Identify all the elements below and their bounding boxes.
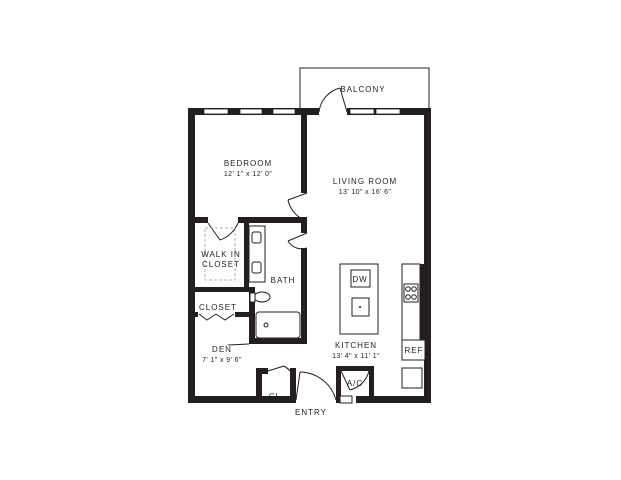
entry-door <box>295 371 337 401</box>
wall-left <box>188 108 195 403</box>
coat-closet-label: CL <box>269 392 281 401</box>
coat-closet-door <box>267 365 291 372</box>
closet-label: CLOSET <box>199 303 237 312</box>
wall-ac-top <box>336 366 374 371</box>
windows <box>203 108 401 115</box>
sink-icon <box>251 231 262 244</box>
window <box>203 108 229 115</box>
den-label: DEN <box>212 345 232 354</box>
tub-drain-icon <box>263 322 269 328</box>
room-labels: BEDROOM 12' 1" x 12' 0" LIVING ROOM 13' … <box>199 159 397 417</box>
wall-wic-bottom <box>188 287 248 292</box>
closet-door <box>198 313 235 321</box>
wall-bath-den <box>249 287 255 344</box>
burner-icon <box>411 294 417 300</box>
wall-bottom-left <box>188 396 296 403</box>
burner-icon <box>411 286 417 292</box>
wall-right <box>424 108 431 403</box>
wall-bath-living-b <box>301 248 307 344</box>
balcony-door <box>318 87 348 116</box>
wall-closet-bottom-a <box>188 312 198 317</box>
wic-door <box>207 222 239 241</box>
wall-bed-bottom-a <box>188 217 208 223</box>
wall-bath-bottom <box>249 338 307 344</box>
wall-cl-left <box>256 368 262 403</box>
den-door <box>227 343 250 346</box>
bedroom-door <box>287 192 308 222</box>
wall-bed-bottom-b <box>238 217 307 223</box>
wall-ac-left <box>336 366 341 403</box>
balcony: BALCONY <box>299 67 430 111</box>
refrigerator <box>401 339 426 361</box>
wall-bath-living-a <box>301 221 307 233</box>
walk-in-closet-label-1: WALK IN <box>201 250 241 259</box>
window <box>349 108 375 115</box>
walk-in-closet-label-2: CLOSET <box>202 260 240 269</box>
counter <box>401 263 421 345</box>
dishwasher <box>350 269 371 288</box>
wall-bottom-right <box>356 396 431 403</box>
wall-bed-living <box>301 108 307 193</box>
refrigerator-label: REF <box>405 346 424 355</box>
exterior-walls <box>188 108 431 403</box>
ac-label: A/C <box>347 379 363 388</box>
sink-icon <box>251 261 262 274</box>
kitchen-label: KITCHEN <box>335 341 377 350</box>
wall-kitchen-right <box>420 264 431 344</box>
toilet-tank-icon <box>249 292 256 303</box>
bedroom-label: BEDROOM <box>224 159 272 168</box>
wall-cl-top <box>256 368 268 374</box>
wall-wic-bath <box>244 217 249 292</box>
living-room-size: 13' 10" x 16' 6" <box>339 189 392 196</box>
ac-door <box>340 370 370 391</box>
kitchen-counter: REF <box>401 263 426 389</box>
kitchen-size: 13' 4" x 11' 1" <box>332 353 380 360</box>
entry-label: ENTRY <box>295 408 327 417</box>
living-room-label: LIVING ROOM <box>333 177 397 186</box>
kitchen-island: DW <box>339 263 379 335</box>
bath-label: BATH <box>271 276 296 285</box>
bath-fixtures <box>248 225 301 339</box>
wall-cl-right <box>290 368 296 403</box>
wall-ac-right <box>369 366 374 403</box>
bathtub-icon <box>255 311 301 339</box>
cooktop-icon <box>403 283 419 303</box>
window <box>272 108 296 115</box>
interior-walls <box>188 108 431 403</box>
bedroom-size: 12' 1" x 12' 0" <box>224 171 272 178</box>
burner-icon <box>405 294 411 300</box>
dishwasher-label: DW <box>352 275 367 284</box>
wic-shelf <box>204 227 236 281</box>
burner-icon <box>405 286 411 292</box>
balcony-label: BALCONY <box>340 85 385 94</box>
window <box>239 108 263 115</box>
wall-top <box>188 108 430 115</box>
washer-dryer <box>401 367 423 389</box>
window <box>375 108 401 115</box>
entry-threshold <box>339 395 353 404</box>
toilet-icon <box>253 291 271 303</box>
bath-door <box>287 232 308 250</box>
wall-closet-bottom-b <box>235 312 249 317</box>
den-size: 7' 1" x 9' 6" <box>202 357 242 364</box>
